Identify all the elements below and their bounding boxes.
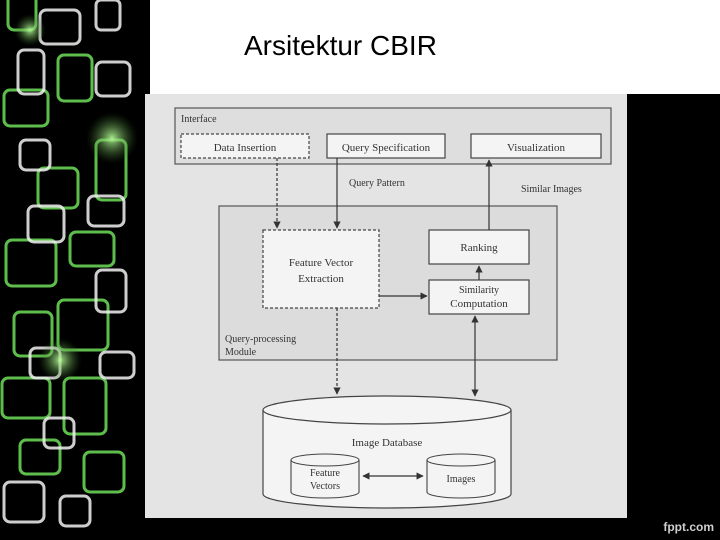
- data-insertion-box: [180, 133, 310, 159]
- data-insertion-label: Data Insertion: [214, 142, 277, 154]
- image-database-label: Image Database: [352, 437, 423, 449]
- module-label-line2: Module: [225, 347, 257, 358]
- query-specification-box: [326, 133, 446, 159]
- ranking-box: [428, 229, 530, 265]
- feature-vector-extraction-box: [262, 229, 380, 309]
- feature-vector-label-line2: Extraction: [298, 273, 344, 285]
- visualization-label: Visualization: [507, 142, 565, 154]
- diagram-panel: Interface Data Insertion Query Specifica…: [145, 94, 627, 518]
- interface-label: Interface: [181, 114, 217, 125]
- images-label: Images: [447, 474, 476, 485]
- feature-vectors-label-line1: Feature: [310, 468, 341, 479]
- similar-images-label: Similar Images: [521, 184, 582, 195]
- visualization-box: [470, 133, 602, 159]
- similarity-label-line1: Similarity: [459, 285, 499, 296]
- slide-title: Arsitektur CBIR: [244, 30, 437, 61]
- ranking-label: Ranking: [460, 242, 498, 254]
- module-label-line1: Query-processing: [225, 334, 296, 345]
- query-pattern-label: Query Pattern: [349, 178, 405, 189]
- similarity-computation-box: [428, 279, 530, 315]
- images-cylinder: [426, 453, 496, 499]
- feature-vectors-cylinder: [290, 453, 360, 499]
- similarity-label-line2: Computation: [450, 298, 508, 310]
- feature-vector-label-line1: Feature Vector: [289, 257, 354, 269]
- cbir-architecture-diagram: Interface Data Insertion Query Specifica…: [174, 107, 612, 509]
- brand-watermark: fppt.com: [663, 520, 714, 534]
- query-specification-label: Query Specification: [342, 142, 431, 154]
- feature-vectors-label-line2: Vectors: [310, 481, 340, 492]
- title-strip: [150, 0, 720, 94]
- decorative-background-pattern: [0, 0, 150, 540]
